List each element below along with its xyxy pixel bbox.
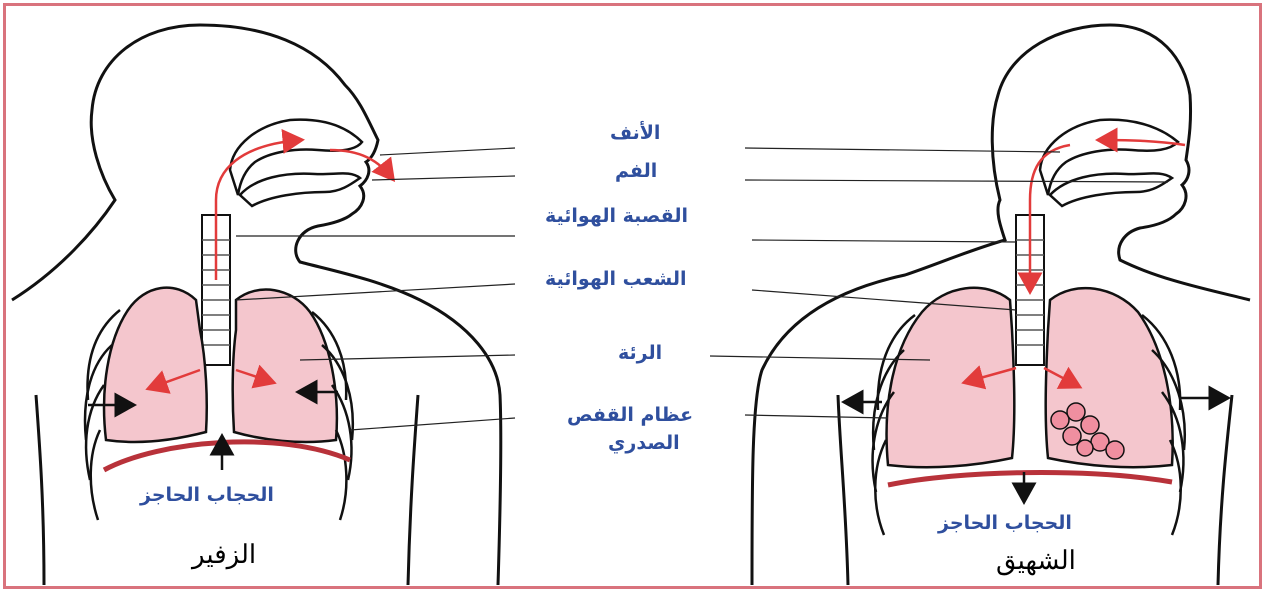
- right-diaphragm: [888, 473, 1172, 485]
- caption-exhalation: الزفير: [192, 540, 256, 570]
- right-lung-left: [887, 288, 1015, 467]
- left-lung-right: [233, 290, 337, 442]
- left-mouth-cavity: [240, 173, 360, 206]
- label-diaphragm-right: الحجاب الحاجز: [938, 512, 1072, 536]
- label-mouth: الفم: [615, 160, 657, 184]
- label-trachea: القصبة الهوائية: [545, 205, 688, 229]
- label-diaphragm-left: الحجاب الحاجز: [140, 484, 274, 508]
- label-ribcage-line2: الصدري: [608, 432, 680, 456]
- label-ribcage-line1: عظام القفص: [567, 404, 693, 428]
- right-mouth-cavity: [1050, 173, 1172, 206]
- inhalation-figure: [710, 25, 1250, 585]
- label-lung: الرئة: [618, 342, 662, 366]
- label-bronchi: الشعب الهوائية: [545, 268, 686, 292]
- caption-inhalation: الشهيق: [996, 546, 1076, 576]
- left-diaphragm: [104, 442, 350, 470]
- label-nose: الأنف: [610, 122, 660, 146]
